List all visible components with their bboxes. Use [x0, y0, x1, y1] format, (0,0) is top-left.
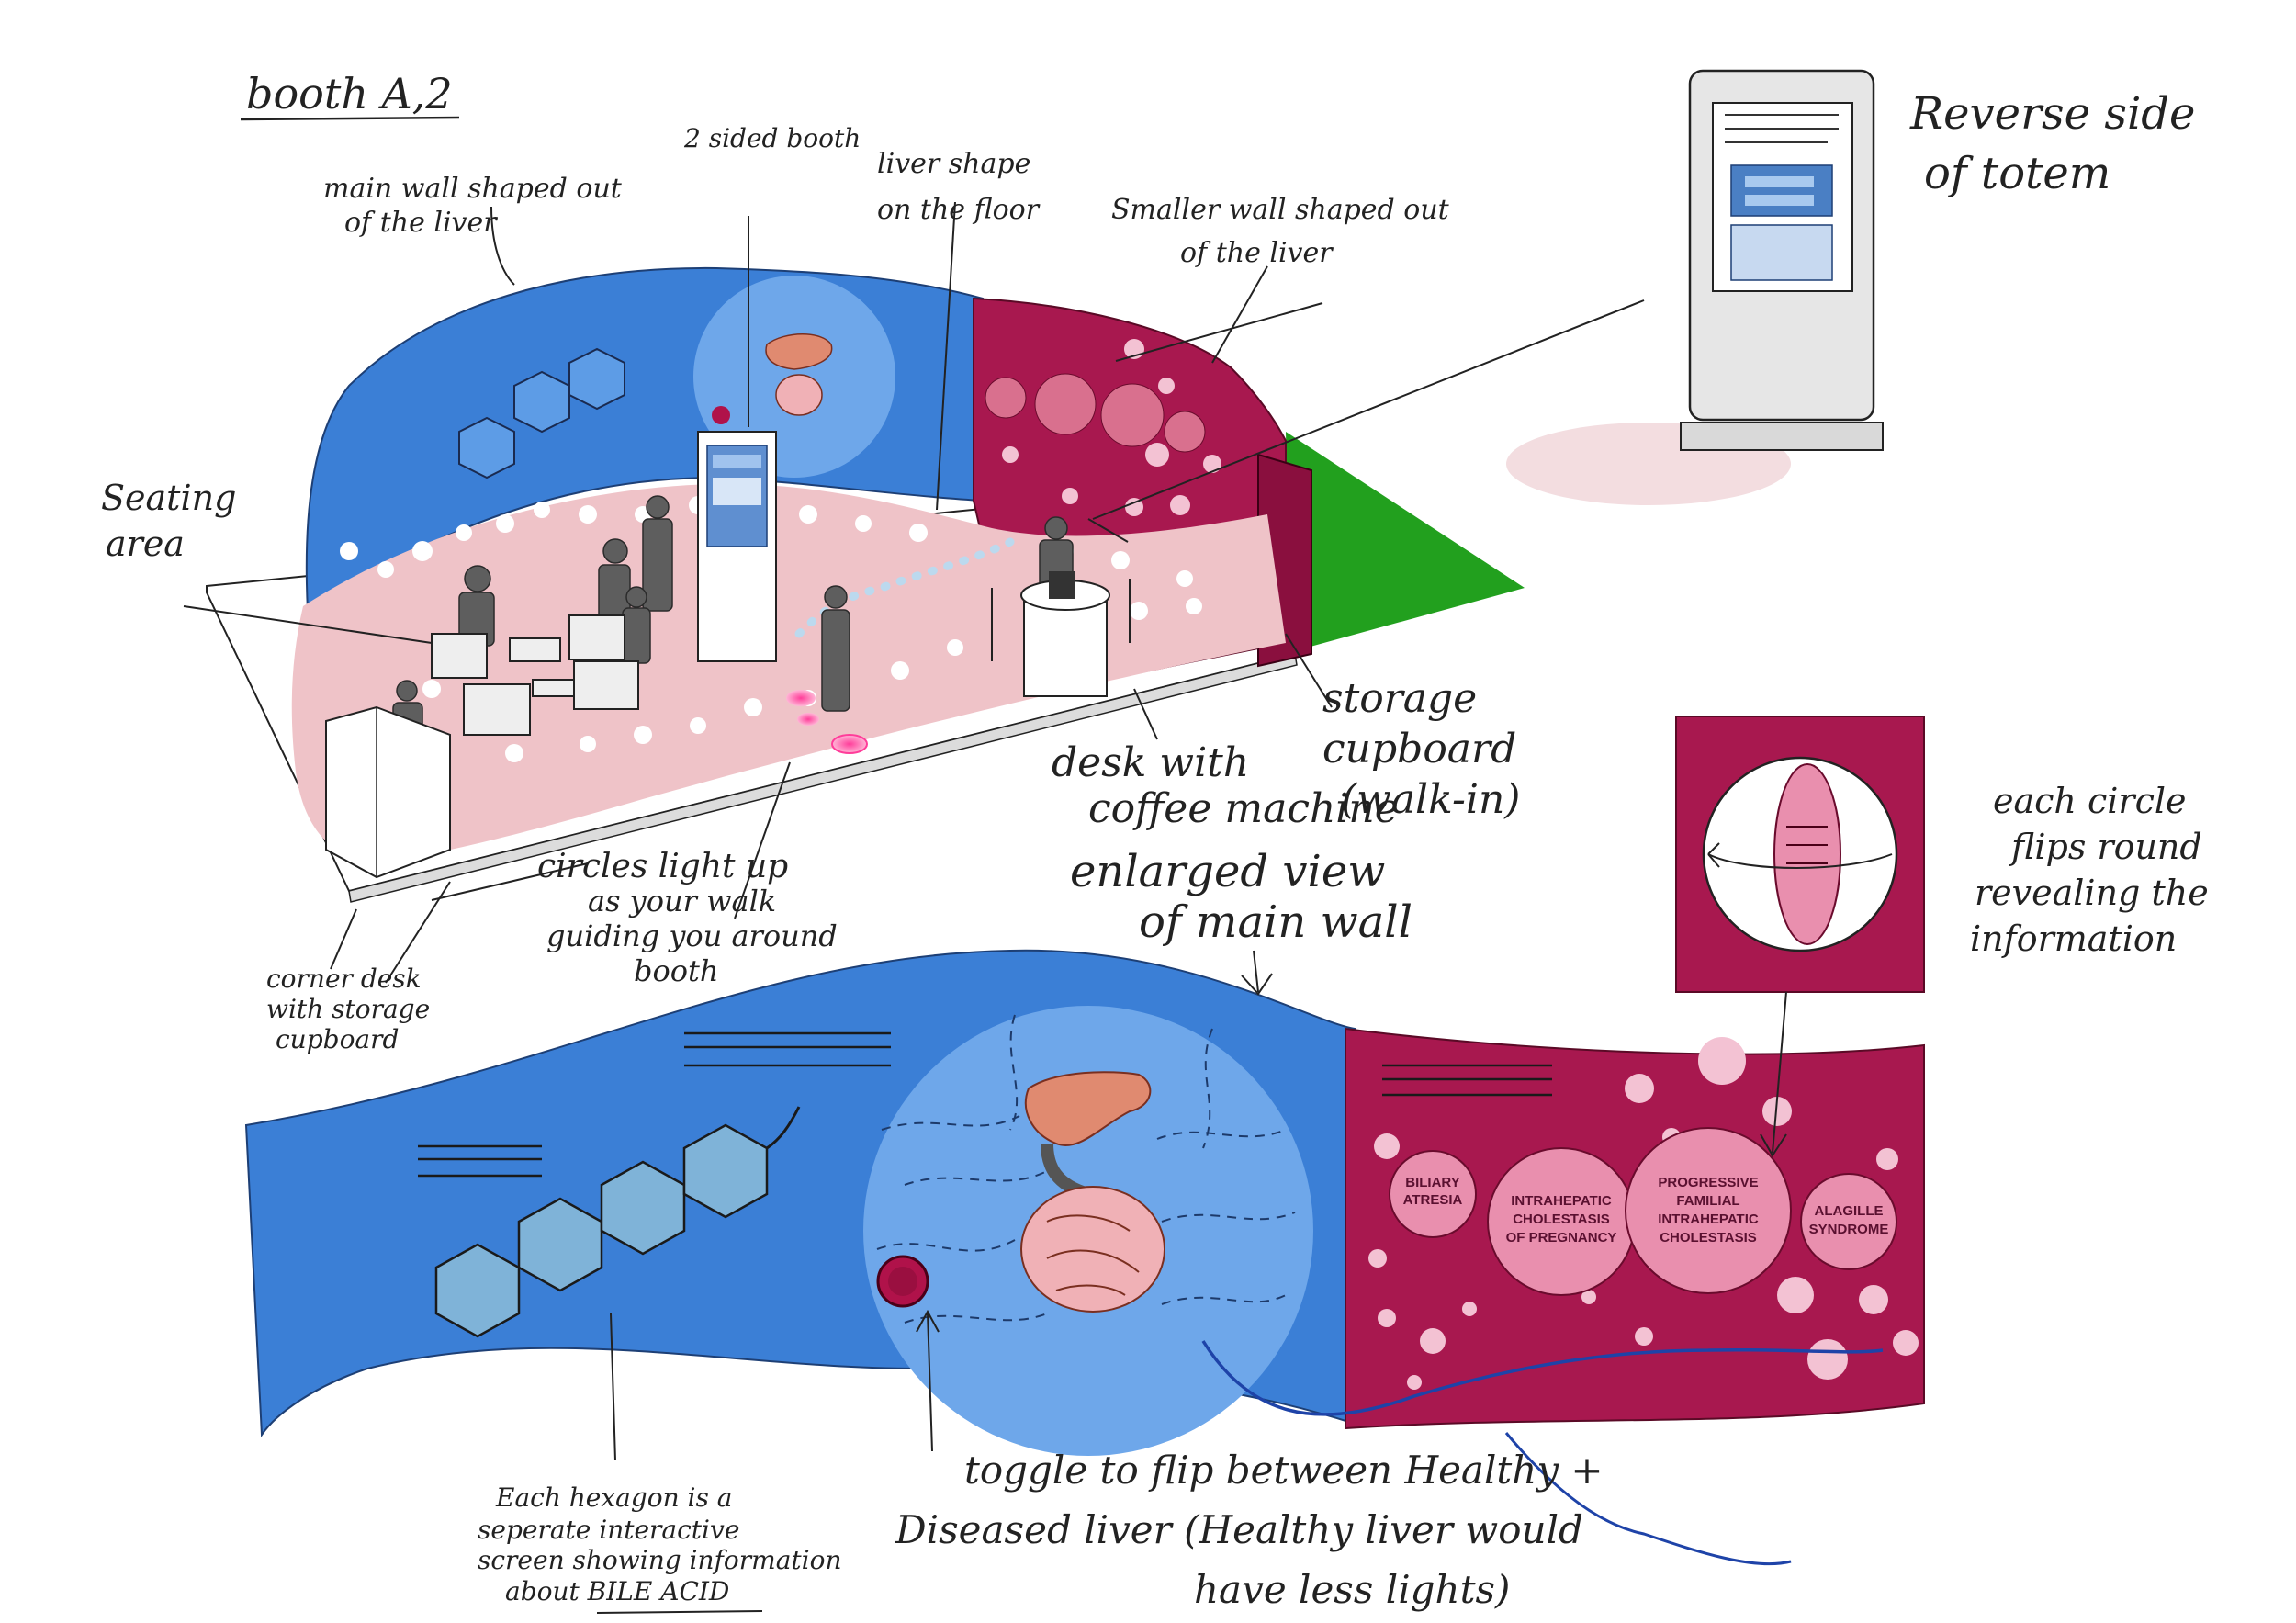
page-title: booth A,2: [240, 69, 460, 121]
note-reverse-line-2: of totem: [1924, 148, 2110, 199]
note-hexagon-line-4: about BILE ACID: [505, 1576, 729, 1606]
note-flip-line-4: information: [1970, 919, 2177, 959]
note-toggle-line-1: toggle to flip between Healthy +: [964, 1448, 1604, 1493]
pfic-line-4: CHOLESTASIS: [1660, 1230, 1757, 1245]
note-hexagon-line-3: screen showing information: [478, 1545, 841, 1575]
note-corner-line-3: cupboard: [276, 1024, 399, 1054]
note-liver-floor-line-2: on the floor: [877, 194, 1041, 226]
note-storage-line-2: cupboard: [1322, 726, 1516, 772]
note-toggle-line-2: Diseased liver (Healthy liver would: [895, 1507, 1583, 1552]
condition-ichp[interactable]: INTRAHEPATIC CHOLESTASIS OF PREGNANCY: [1487, 1147, 1636, 1296]
alagille-line-1: ALAGILLE: [1815, 1203, 1884, 1219]
note-enlarged-line-1: enlarged view: [1070, 846, 1385, 897]
note-smaller-wall-line-1: Smaller wall shaped out: [1111, 194, 1450, 226]
light-path-line: [1201, 1340, 1884, 1416]
ichp-line-2: CHOLESTASIS: [1513, 1212, 1610, 1227]
biliary-line-1: BILIARY: [1405, 1175, 1459, 1190]
note-reverse-line-1: Reverse side: [1909, 88, 2195, 140]
pfic-line-1: PROGRESSIVE: [1658, 1175, 1758, 1190]
ichp-line-1: INTRAHEPATIC: [1511, 1193, 1612, 1209]
note-hexagon-line-2: seperate interactive: [478, 1515, 739, 1545]
coffee-desk: [991, 571, 1131, 697]
note-storage-line-3: (walk-in): [1341, 776, 1520, 823]
condition-biliary[interactable]: BILIARY ATRESIA: [1389, 1150, 1477, 1238]
alagille-line-2: SYNDROME: [1809, 1222, 1889, 1237]
note-two-sided-booth: 2 sided booth: [683, 123, 861, 153]
biliary-line-2: ATRESIA: [1403, 1192, 1463, 1208]
note-hexagon-line-1: Each hexagon is a: [495, 1482, 732, 1513]
condition-alagille[interactable]: ALAGILLE SYNDROME: [1800, 1173, 1897, 1270]
note-seating-line-2: area: [106, 524, 185, 564]
floor-light-circles: [786, 690, 868, 754]
note-corner-line-2: with storage: [266, 994, 430, 1024]
title-text: booth A,2: [246, 69, 453, 118]
booth-wall-hexagons: [458, 347, 625, 479]
note-main-wall-line-1: main wall shaped out: [323, 173, 623, 205]
note-circles-line-3: guiding you around: [546, 919, 838, 953]
annotations: 2 sided booth main wall shaped out of th…: [101, 88, 2209, 1614]
note-circles-line-4: booth: [634, 953, 718, 988]
note-circles-line-2: as your walk: [588, 884, 776, 919]
hexagon-screen-2[interactable]: [517, 1197, 603, 1292]
bile-acid-hexagons: [434, 1123, 769, 1338]
note-seating-line-1: Seating: [101, 478, 236, 518]
booth-pointers: [183, 201, 1645, 984]
booth-totem: [697, 431, 777, 662]
reverse-totem: [1506, 69, 1884, 505]
green-side-wall: [1286, 432, 1525, 652]
intestines-icon: [1020, 1186, 1165, 1313]
note-corner-line-1: corner desk: [266, 964, 422, 994]
note-toggle-line-3: have less lights): [1194, 1567, 1510, 1612]
note-smaller-wall-line-2: of the liver: [1180, 237, 1334, 269]
pfic-line-2: FAMILIAL: [1676, 1193, 1739, 1209]
note-desk-line-1: desk with: [1052, 739, 1249, 786]
flip-circle-detail: [1675, 716, 1925, 1157]
liver-icon: [1024, 1071, 1152, 1146]
note-circles-line-1: circles light up: [537, 848, 788, 885]
note-enlarged-line-2: of main wall: [1139, 896, 1412, 948]
ichp-line-3: OF PREGNANCY: [1506, 1230, 1617, 1245]
condition-pfic[interactable]: PROGRESSIVE FAMILIAL INTRAHEPATIC CHOLES…: [1625, 1127, 1792, 1294]
note-storage-line-1: storage: [1322, 675, 1477, 722]
hexagon-screen-1[interactable]: [434, 1243, 521, 1338]
hexagon-screen-3[interactable]: [600, 1160, 686, 1256]
note-main-wall-line-2: of the liver: [344, 207, 498, 239]
note-flip-line-3: revealing the: [1975, 873, 2209, 913]
hexagon-screen-4[interactable]: [682, 1123, 769, 1219]
seating-cubes: [431, 614, 639, 736]
note-flip-line-1: each circle: [1993, 781, 2187, 821]
booth-floor-liver: [291, 483, 1287, 862]
pfic-line-3: INTRAHEPATIC: [1658, 1212, 1759, 1227]
note-liver-floor-line-1: liver shape: [877, 148, 1030, 180]
enlarged-wall: BILIARY ATRESIA INTRAHEPATIC CHOLESTASIS…: [244, 949, 1925, 1566]
booth-3d-view: [183, 201, 1645, 984]
corner-desk: [325, 705, 451, 879]
note-desk-line-2: coffee machine: [1088, 785, 1399, 832]
note-flip-line-2: flips round: [2009, 827, 2202, 867]
